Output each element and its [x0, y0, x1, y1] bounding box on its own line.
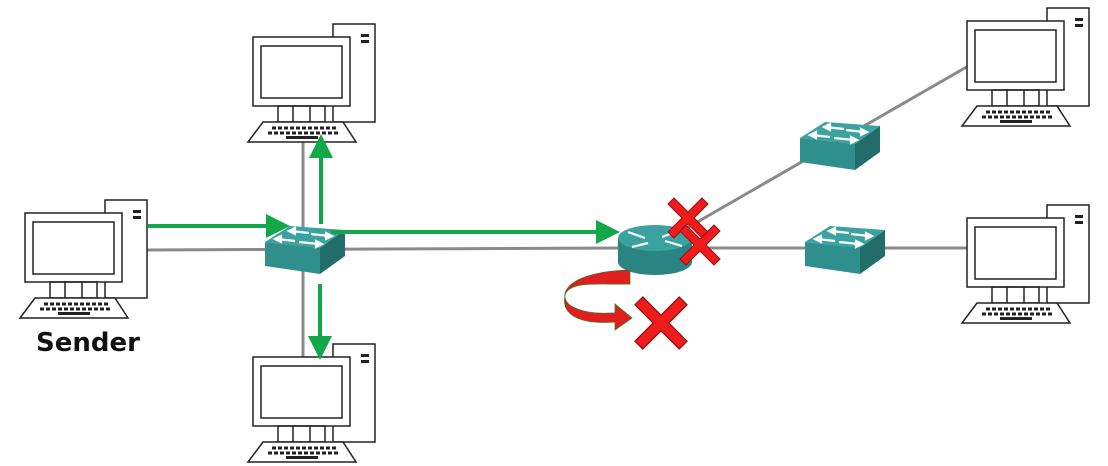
top-right-switch-icon	[798, 120, 882, 172]
top-right-computer-icon	[960, 6, 1091, 128]
links	[146, 63, 975, 357]
sender-label: Sender	[36, 328, 140, 358]
top-computer-icon	[246, 22, 377, 144]
sender-computer-icon	[18, 198, 149, 320]
dropped-return-arrow-icon	[564, 269, 633, 331]
flow-arrows	[148, 134, 620, 360]
bottom-computer-icon	[246, 342, 377, 464]
right-computer-icon	[960, 203, 1091, 325]
link-sender-switch-router	[146, 246, 621, 252]
right-switch-icon	[803, 224, 887, 276]
dropped-x-icon	[634, 296, 688, 350]
